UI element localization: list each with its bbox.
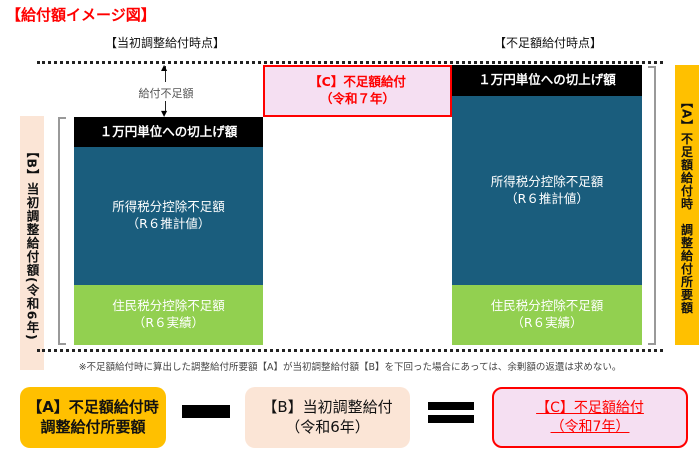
right-resident-tax: 住民税分控除不足額 （R６実績） [452, 285, 642, 345]
left-roundup: １万円単位への切上げ額 [74, 117, 263, 147]
equation-c-line1: 【C】不足額給付 [536, 400, 644, 417]
equation-b: 【B】当初調整給付 （令和6年） [245, 387, 410, 448]
equation-b-line2: （令和6年） [285, 417, 370, 436]
diagram-title: 【給付額イメージ図】 [6, 6, 156, 24]
equation-a-line1: 【A】不足額給付時 [27, 398, 159, 416]
left-income-tax-sub: （R６推計値） [126, 216, 211, 231]
left-bracket [58, 117, 66, 345]
equation-c: 【C】不足額給付 （令和7年） [492, 387, 688, 448]
arrow-label: 給付不足額 [138, 87, 194, 100]
equation-a: 【A】不足額給付時 調整給付所要額 [20, 387, 166, 448]
header-shortfall: 【不足額給付時点】 [493, 36, 602, 50]
equation-a-line2: 調整給付所要額 [40, 417, 146, 436]
right-resident-tax-label: 住民税分控除不足額 [490, 298, 604, 314]
equation-c-line2: （令和7年） [550, 418, 630, 435]
right-bracket [648, 66, 656, 345]
right-income-tax-label: 所得税分控除不足額 [490, 173, 604, 189]
c-box-label: 【C】不足額給付 [309, 74, 406, 90]
note: ※不足額給付時に算出した調整給付所要額【A】が当初調整給付額【B】を下回った場合… [78, 362, 622, 373]
right-income-tax-sub: （R６推計値） [505, 190, 589, 206]
left-income-tax-label: 所得税分控除不足額 [112, 199, 225, 215]
equals-icon [428, 402, 474, 410]
left-income-tax: 所得税分控除不足額 （R６推計値） [74, 147, 263, 285]
c-box: 【C】不足額給付 （令和７年） [263, 65, 452, 117]
c-box-sub: （令和７年） [319, 91, 395, 106]
bottom-dotted-line [37, 349, 663, 352]
left-resident-tax-label: 住民税分控除不足額 [112, 298, 225, 314]
right-roundup: １万円単位への切上げ額 [452, 65, 642, 96]
left-resident-tax: 住民税分控除不足額 （R６実績） [74, 285, 263, 345]
top-dotted-line [37, 61, 663, 64]
arrow-up-icon [165, 66, 166, 82]
right-resident-tax-sub: （R６実績） [511, 315, 583, 330]
arrow-down-icon [165, 101, 166, 113]
b-label: 【B】当初調整給付額(令和6年) [20, 116, 44, 370]
right-income-tax: 所得税分控除不足額 （R６推計値） [452, 96, 642, 285]
header-initial: 【当初調整給付時点】 [104, 36, 225, 50]
equation-b-line1: 【B】当初調整給付 [262, 398, 393, 416]
minus-icon [182, 405, 230, 418]
a-label: 【A】不足額給付時 調整給付所要額 [675, 65, 699, 345]
left-resident-tax-sub: （R６実績） [132, 315, 205, 330]
